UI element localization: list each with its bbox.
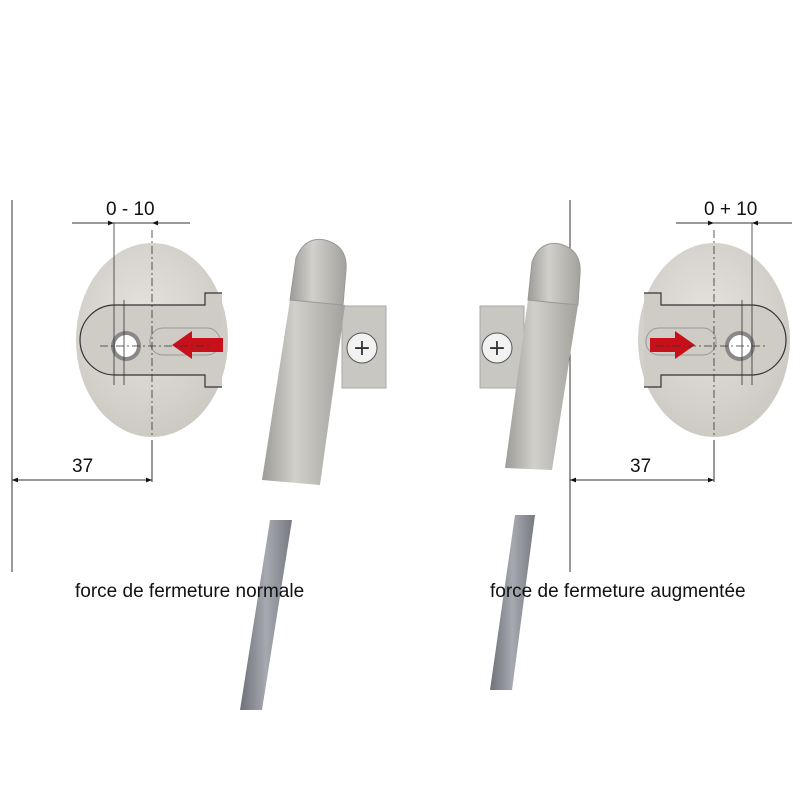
left-mounting-diagram: + bbox=[11, 200, 387, 710]
knob bbox=[527, 242, 581, 306]
screw-hole bbox=[115, 335, 137, 357]
cylinder-body bbox=[505, 300, 578, 470]
screw-icon: + bbox=[353, 336, 371, 361]
right-mounting-diagram: + bbox=[479, 200, 792, 690]
arrow-right-icon bbox=[650, 331, 695, 359]
right-caption: force de fermeture augmentée bbox=[490, 581, 746, 602]
arrow-left-icon bbox=[172, 331, 223, 359]
left-actuator: + bbox=[240, 238, 387, 710]
right-adjust-range-label: 0 + 10 bbox=[704, 199, 758, 220]
plate-slot bbox=[79, 292, 222, 388]
rod bbox=[490, 515, 535, 690]
left-adjust-range-label: 0 - 10 bbox=[106, 199, 155, 220]
rod bbox=[240, 520, 292, 710]
right-actuator: + bbox=[479, 242, 581, 690]
left-caption: force de fermeture normale bbox=[75, 581, 305, 602]
screw-icon: + bbox=[488, 336, 506, 361]
right-distance-label: 37 bbox=[630, 456, 652, 477]
left-distance-label: 37 bbox=[72, 456, 94, 477]
plate-slot bbox=[644, 292, 787, 388]
cylinder-body bbox=[262, 300, 345, 485]
knob bbox=[289, 238, 347, 306]
adjust-slot bbox=[645, 327, 717, 356]
